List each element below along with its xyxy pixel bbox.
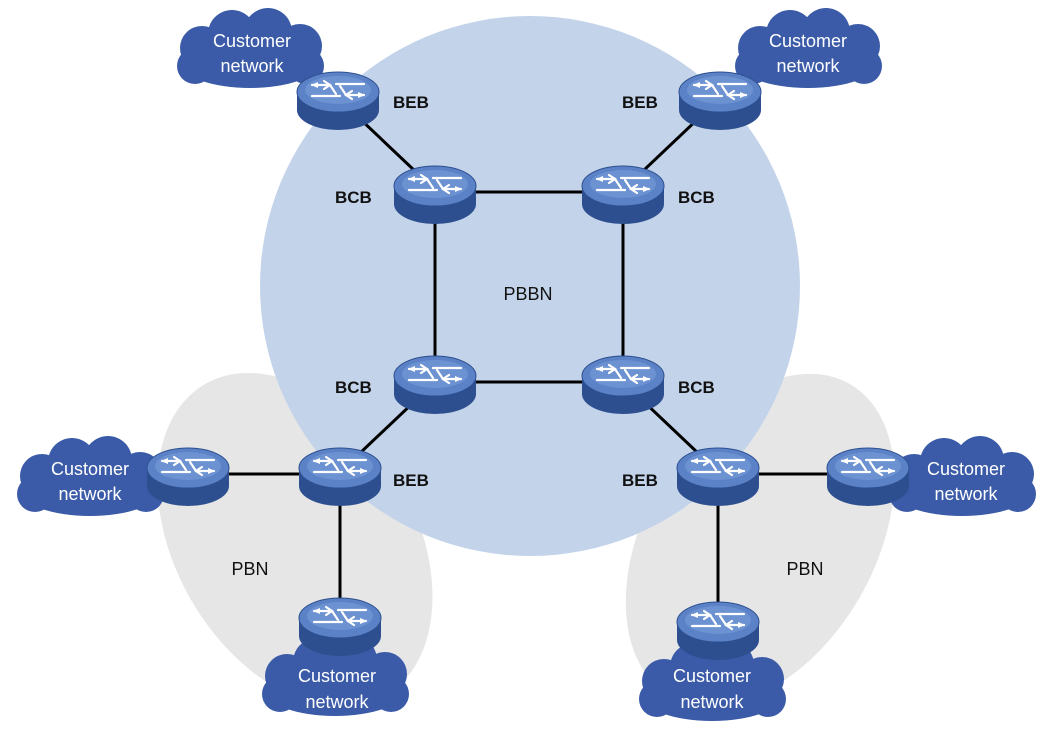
switch-icon — [580, 164, 666, 226]
beb-label: BEB — [393, 93, 429, 112]
cloud-label: Customer — [51, 459, 129, 479]
beb-label: BEB — [622, 93, 658, 112]
cloud-label: network — [220, 56, 284, 76]
pbn-left-label: PBN — [231, 559, 268, 579]
cloud-label: Customer — [213, 31, 291, 51]
switch-icon — [145, 446, 231, 508]
cloud-label: network — [934, 484, 998, 504]
switch-icon — [297, 596, 383, 658]
bcb-label: BCB — [335, 188, 372, 207]
switch-icon — [297, 446, 383, 508]
cloud-label: network — [58, 484, 122, 504]
switch-icon — [295, 70, 381, 132]
switch-icon — [580, 354, 666, 416]
beb-label: BEB — [393, 471, 429, 490]
cloud-label: network — [680, 692, 744, 712]
cloud-label: Customer — [673, 666, 751, 686]
switch-icon — [677, 70, 763, 132]
switch-icon — [825, 446, 911, 508]
cloud-label: Customer — [298, 666, 376, 686]
cloud-label: Customer — [927, 459, 1005, 479]
switch-icon — [675, 446, 761, 508]
cloud-label: Customer — [769, 31, 847, 51]
pbbn-label: PBBN — [503, 284, 552, 304]
pbn-right-label: PBN — [786, 559, 823, 579]
bcb-label: BCB — [678, 188, 715, 207]
cloud-label: network — [776, 56, 840, 76]
bcb-label: BCB — [678, 378, 715, 397]
switch-icon — [392, 164, 478, 226]
beb-label: BEB — [622, 471, 658, 490]
switch-icon — [392, 354, 478, 416]
bcb-label: BCB — [335, 378, 372, 397]
cloud-label: network — [305, 692, 369, 712]
switch-icon — [675, 600, 761, 662]
